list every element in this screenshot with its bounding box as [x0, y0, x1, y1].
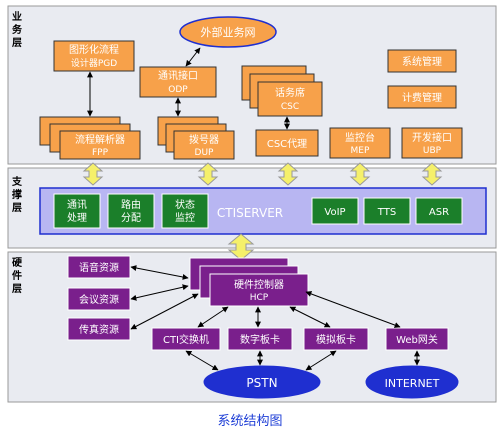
ubp-sublabel: UBP — [423, 146, 442, 156]
system-management-label: 系统管理 — [402, 55, 442, 68]
billing-management-box — [387, 85, 457, 109]
layer-char: 支 — [11, 175, 23, 188]
odp-sublabel: ODP — [168, 85, 188, 95]
hardware-arrows — [130, 265, 420, 371]
asr-label: ASR — [429, 207, 449, 218]
csc-stack: 话务席 CSC — [241, 65, 323, 117]
diagram-caption: 系统结构图 — [217, 414, 283, 429]
voip-label: VoIP — [324, 207, 345, 218]
system-management-box — [387, 49, 457, 73]
pstn-label: PSTN — [246, 376, 277, 390]
comm-processing-sublabel: 处理 — [67, 212, 87, 224]
voip-box — [311, 197, 359, 225]
conference-resource-label: 会议资源 — [79, 293, 119, 306]
external-business-network — [179, 16, 277, 48]
dup-sublabel: DUP — [195, 148, 215, 158]
external-business-network-label: 外部业务网 — [201, 25, 256, 39]
routing-sublabel: 分配 — [121, 212, 141, 224]
hcp-label: 硬件控制器 — [234, 278, 284, 291]
layer-char: 件 — [12, 269, 22, 282]
fpp-label: 流程解析器 — [75, 133, 125, 146]
fax-resource-label: 传真资源 — [79, 323, 119, 336]
fax-resource-box — [67, 317, 131, 341]
internet-network — [365, 365, 459, 399]
csc-proxy-box — [255, 129, 319, 157]
tts-label: TTS — [377, 207, 396, 218]
analog-board-box — [303, 327, 369, 351]
pgd-label: 图形化流程 — [69, 43, 119, 56]
status-monitor-box — [161, 193, 209, 229]
layer-char: 层 — [12, 37, 22, 49]
pstn-network — [203, 365, 321, 399]
cti-switch-label: CTI交换机 — [163, 333, 209, 346]
status-monitor-label: 状态 — [175, 198, 195, 211]
hcp-sublabel: HCP — [250, 293, 269, 303]
voice-resource-label: 语音资源 — [79, 261, 119, 274]
layer-char: 硬 — [12, 257, 23, 269]
external-odp-arrow — [185, 47, 201, 67]
fpp-stack: 流程解析器 FPP — [39, 116, 141, 160]
routing-box — [107, 193, 155, 229]
dup-stack: 拨号器 DUP — [157, 116, 235, 160]
layer-char: 层 — [12, 283, 22, 295]
web-gateway-box — [385, 327, 449, 351]
layer-char: 务 — [12, 23, 23, 36]
routing-label: 路由 — [121, 198, 141, 211]
status-monitor-sublabel: 监控 — [175, 211, 195, 224]
layer-char: 撑 — [12, 188, 22, 201]
comm-processing-box — [53, 193, 101, 229]
hcp-stack: 硬件控制器 HCP — [189, 257, 309, 307]
web-gateway-label: Web网关 — [396, 333, 438, 346]
odp-box — [139, 66, 217, 98]
internet-label: INTERNET — [385, 377, 440, 390]
analog-board-label: 模拟板卡 — [316, 333, 356, 346]
hardware-layer-label: 硬 件 层 — [12, 257, 23, 295]
dup-label: 拨号器 — [189, 133, 219, 146]
ctiserver-label: CTISERVER — [217, 206, 283, 220]
digital-board-label: 数字板卡 — [240, 333, 280, 346]
layer-char: 层 — [12, 202, 22, 214]
support-layer-label: 支 撑 层 — [11, 175, 23, 214]
comm-processing-label: 通讯 — [67, 199, 87, 211]
digital-board-box — [227, 327, 293, 351]
ubp-box — [401, 127, 463, 159]
pgd-sublabel: 设计器PGD — [71, 57, 117, 69]
conference-resource-box — [67, 287, 131, 311]
csc-sublabel: CSC — [281, 102, 299, 112]
mep-label: 监控台 — [345, 131, 375, 144]
business-layer-label: 业 务 层 — [12, 10, 23, 49]
business-support-connectors — [82, 162, 443, 186]
asr-box — [415, 197, 463, 225]
csc-proxy-label: CSC代理 — [267, 138, 307, 150]
odp-label: 通讯接口 — [158, 69, 198, 82]
mep-sublabel: MEP — [351, 146, 370, 156]
ubp-label: 开发接口 — [412, 131, 452, 144]
voice-resource-box — [67, 255, 131, 279]
tts-box — [363, 197, 411, 225]
fpp-sublabel: FPP — [92, 148, 109, 158]
billing-management-label: 计费管理 — [402, 91, 442, 104]
mep-box — [329, 127, 391, 159]
csc-label: 话务席 — [275, 86, 305, 99]
layer-char: 业 — [12, 10, 22, 23]
pgd-box — [53, 40, 135, 72]
